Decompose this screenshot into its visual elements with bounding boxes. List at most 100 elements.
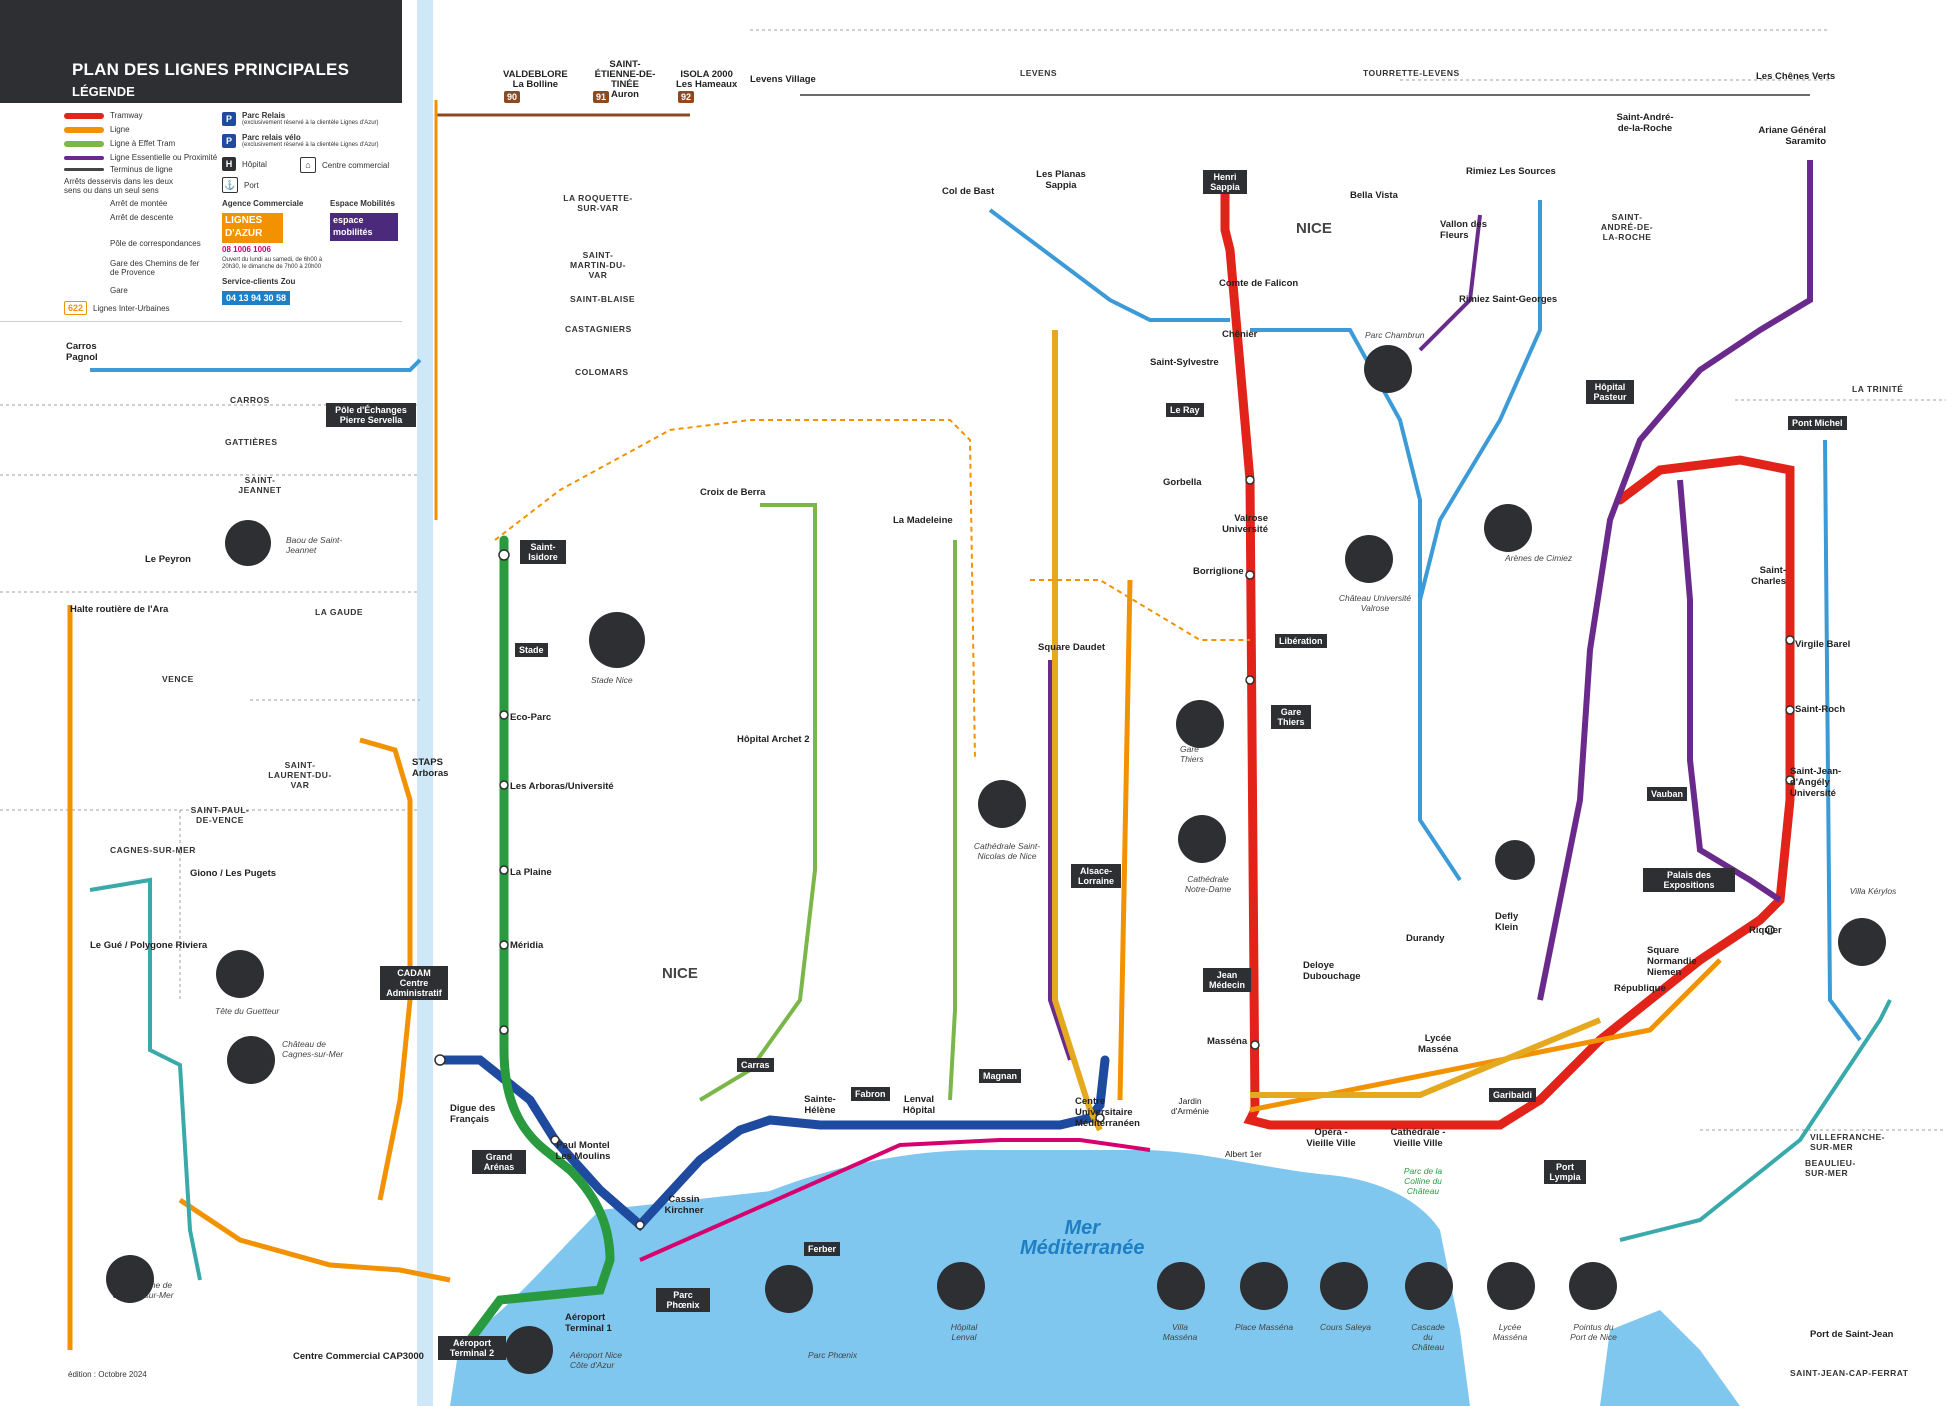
legend-gare-cf-label: Gare des Chemins de fer de Provence — [110, 259, 200, 277]
area-levens: LEVENS — [1020, 68, 1058, 78]
legend-inter-urbaines: 622 Lignes Inter-Urbaines — [64, 301, 170, 315]
station-magnan[interactable]: Magnan — [979, 1069, 1022, 1083]
landmark-cours-saleya: Cours Saleya — [1320, 1322, 1372, 1332]
label-aeroport-t1: Aéroport Terminal 1 — [565, 1312, 612, 1334]
kerylos-icon — [1838, 918, 1886, 966]
legend-port: ⚓ Port — [222, 177, 259, 193]
legend-hopital-label: Hôpital — [242, 159, 267, 169]
station-henri-sappia[interactable]: Henri Sappia — [1203, 170, 1247, 194]
station-dots — [434, 475, 1795, 1230]
sea-area — [740, 1150, 1470, 1406]
label-defly-klein: Defly Klein — [1495, 911, 1519, 933]
label-gorbella: Gorbella — [1163, 477, 1202, 488]
station-pole-echanges[interactable]: Pôle d'Échanges Pierre Servella — [326, 403, 416, 427]
landmark-villa-kerylos: Villa Kérylos — [1849, 886, 1897, 896]
landmark-cascade: Cascade du Château — [1411, 1322, 1445, 1352]
parking-icon: P — [222, 111, 236, 126]
label-ariane: Ariane Général Saramito — [1758, 125, 1826, 147]
bus-90-badge: 90 — [504, 91, 521, 103]
station-aeroport-t2[interactable]: Aéroport Terminal 2 — [438, 1336, 506, 1360]
area-saint-jean-cap-ferrat: SAINT-JEAN-CAP-FERRAT — [1790, 1368, 1909, 1378]
tram-line-1 — [1220, 175, 1795, 1130]
line-purple-ariane — [1537, 160, 1813, 1001]
station-hopital-pasteur[interactable]: Hôpital Pasteur — [1586, 380, 1634, 404]
landmark-lycee-massena: Lycée Masséna — [1492, 1322, 1528, 1342]
sea-label-line1: Mer — [1064, 1217, 1101, 1239]
terminal-isola: ISOLA 2000 Les Hameaux — [676, 70, 737, 90]
legend-gare-cf: Gare des Chemins de fer de Provence — [110, 259, 205, 277]
station-cadam[interactable]: CADAM Centre Administratif — [380, 966, 448, 1000]
area-beaulieu: BEAULIEU-SUR-MER — [1805, 1158, 1856, 1178]
lignes-azur-logo-text: LIGNES D'AZUR — [225, 215, 263, 239]
label-paul-montel: Paul Montel Les Moulins — [555, 1140, 611, 1162]
terminal-isola-l2: Les Hameaux — [676, 79, 738, 90]
station-building-icon — [1176, 700, 1224, 748]
bus-92-badge: 92 — [678, 91, 695, 103]
label-sainte-helene: Sainte-Hélène — [804, 1094, 836, 1116]
label-cassin: Cassin Kirchner — [664, 1194, 704, 1216]
label-planas-sappia: Les Planas Sappia — [1036, 169, 1086, 191]
station-alsace-lorraine[interactable]: Alsace-Lorraine — [1071, 864, 1121, 888]
area-villefranche: VILLEFRANCHE-SUR-MER — [1810, 1132, 1885, 1152]
landmark-colline-chateau: Parc de la Colline du Château — [1403, 1166, 1443, 1196]
legend-montee: Arrêt de montée — [110, 199, 167, 208]
label-staps: STAPS Arboras — [412, 757, 449, 779]
page-subtitle: LÉGENDE — [72, 84, 135, 99]
line-teal-cagnes — [89, 877, 202, 1281]
legend-espace-label: Espace Mobilités — [330, 199, 395, 208]
legend-parc-velo-label: Parc relais vélo — [242, 133, 301, 142]
station-carras[interactable]: Carras — [737, 1058, 774, 1072]
landmark-aeroport: Aéroport Nice Côte d'Azur — [570, 1350, 622, 1370]
guetteur-icon — [216, 950, 264, 998]
label-rimiez-sources: Rimiez Les Sources — [1466, 166, 1556, 177]
station-garibaldi[interactable]: Garibaldi — [1489, 1088, 1537, 1102]
hospital-icon: H — [222, 157, 236, 171]
label-riquier: Riquier — [1749, 925, 1782, 936]
landmark-stade-nice: Stade Nice — [591, 675, 633, 685]
station-parc-phoenix[interactable]: Parc Phœnix — [656, 1288, 710, 1312]
label-square-normandie: Square Normandie Niemen — [1647, 945, 1697, 978]
station-fabron[interactable]: Fabron — [851, 1087, 890, 1101]
label-lenval: Lenval Hôpital — [902, 1094, 936, 1116]
station-palais-expositions[interactable]: Palais des Expositions — [1643, 868, 1735, 892]
line-orange-dashed — [494, 419, 976, 761]
temple-icon — [1364, 345, 1412, 393]
label-borriglione: Borriglione — [1193, 566, 1244, 577]
station-saint-isidore[interactable]: Saint-Isidore — [520, 540, 566, 564]
legend-zou-label: Service-clients Zou — [222, 277, 296, 286]
sea-label-line2: Méditerranée — [1020, 1237, 1145, 1259]
station-port-lympia[interactable]: Port Lympia — [1544, 1160, 1586, 1184]
label-levens-village: Levens Village — [750, 74, 816, 85]
notre-dame-icon — [1178, 815, 1226, 863]
station-gare-thiers[interactable]: Gare Thiers — [1271, 705, 1311, 729]
legend-montee-label: Arrêt de montée — [110, 199, 168, 208]
terminal-isola-l1: ISOLA 2000 — [680, 69, 733, 80]
station-jean-medecin[interactable]: Jean Médecin — [1203, 968, 1251, 992]
baou-icon — [225, 520, 271, 566]
label-durandy: Durandy — [1406, 933, 1445, 944]
legend-centre-commercial-label: Centre commercial — [322, 160, 390, 170]
area-saint-laurent: SAINT-LAURENT-DU-VAR — [268, 760, 332, 790]
label-albert-1er: Albert 1er — [1225, 1149, 1262, 1159]
legend-zou: Service-clients Zou — [222, 277, 295, 286]
legend-arrets-label: Arrêts desservis dans les deux sens ou d… — [64, 177, 173, 195]
landmark-cathedrale-notre-dame: Cathédrale Notre-Dame — [1184, 874, 1232, 894]
zou-phone-badge: 04 13 94 30 58 — [222, 291, 291, 305]
label-chenier: Chênier — [1222, 329, 1258, 340]
lignes-azur-logo: LIGNES D'AZUR — [222, 213, 283, 243]
terminus-swatch — [64, 168, 104, 171]
legend-parc-relais-note: (exclusivement réservé à la clientèle Li… — [242, 120, 379, 126]
label-jardin-armenie: Jardin d'Arménie — [1170, 1096, 1209, 1116]
station-liberation[interactable]: Libération — [1275, 634, 1327, 648]
legend-port-label: Port — [244, 180, 259, 190]
label-arboras: Les Arboras/Université — [510, 781, 614, 792]
station-stade[interactable]: Stade — [515, 643, 548, 657]
station-pont-michel[interactable]: Pont Michel — [1788, 416, 1847, 430]
label-la-plaine: La Plaine — [510, 867, 552, 878]
station-grand-arenas[interactable]: Grand Arénas — [472, 1150, 526, 1174]
defly-klein-icon — [1495, 840, 1535, 880]
label-giono-pugets: Giono / Les Pugets — [190, 868, 277, 879]
station-vauban[interactable]: Vauban — [1647, 787, 1688, 801]
station-le-ray[interactable]: Le Ray — [1166, 403, 1204, 417]
station-ferber[interactable]: Ferber — [804, 1242, 841, 1256]
